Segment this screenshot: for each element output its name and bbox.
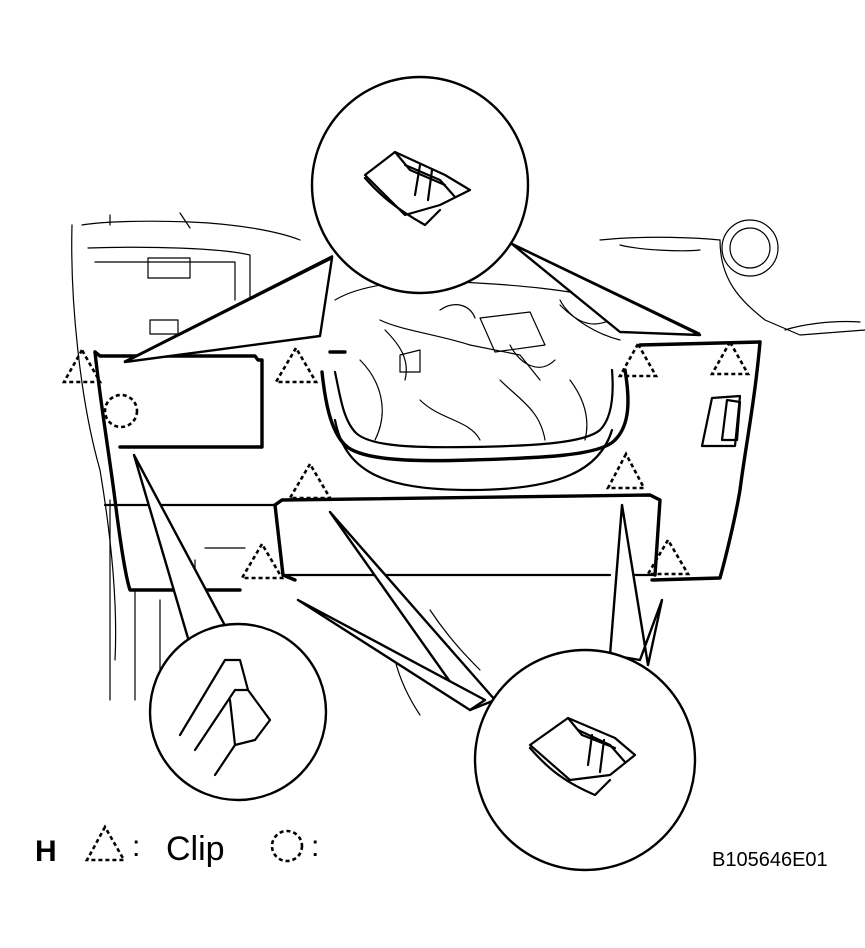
clip-marker <box>287 461 333 500</box>
clip-illustration-top <box>363 150 472 227</box>
center-opening-wiring <box>334 280 611 441</box>
clip-markers <box>61 339 751 580</box>
legend-letter: H <box>35 835 57 868</box>
clip-marker <box>273 345 319 384</box>
legend: H : Clip : <box>35 824 319 868</box>
dashed-circle-icon <box>270 829 304 863</box>
claw-marker <box>103 393 139 429</box>
clip-marker <box>61 347 103 384</box>
dash-background <box>71 212 865 716</box>
clip-marker <box>617 341 659 378</box>
lower-panel-outline <box>93 340 762 592</box>
bottom-right-callout <box>296 503 697 872</box>
claw-illustration <box>178 658 272 777</box>
clip-illustration-bottom <box>528 716 637 797</box>
dashed-triangle-icon <box>84 824 127 862</box>
bottom-left-callout <box>132 453 328 802</box>
clip-marker <box>645 537 691 576</box>
figure-code: B105646E01 <box>712 849 828 871</box>
legend-claw-separator: : <box>311 830 319 863</box>
legend-clip-separator: : <box>132 830 140 863</box>
clip-marker <box>239 541 285 580</box>
clip-marker <box>709 339 751 376</box>
clip-marker <box>605 451 647 490</box>
legend-clip-label: Clip <box>166 830 225 868</box>
top-callout <box>123 75 702 364</box>
